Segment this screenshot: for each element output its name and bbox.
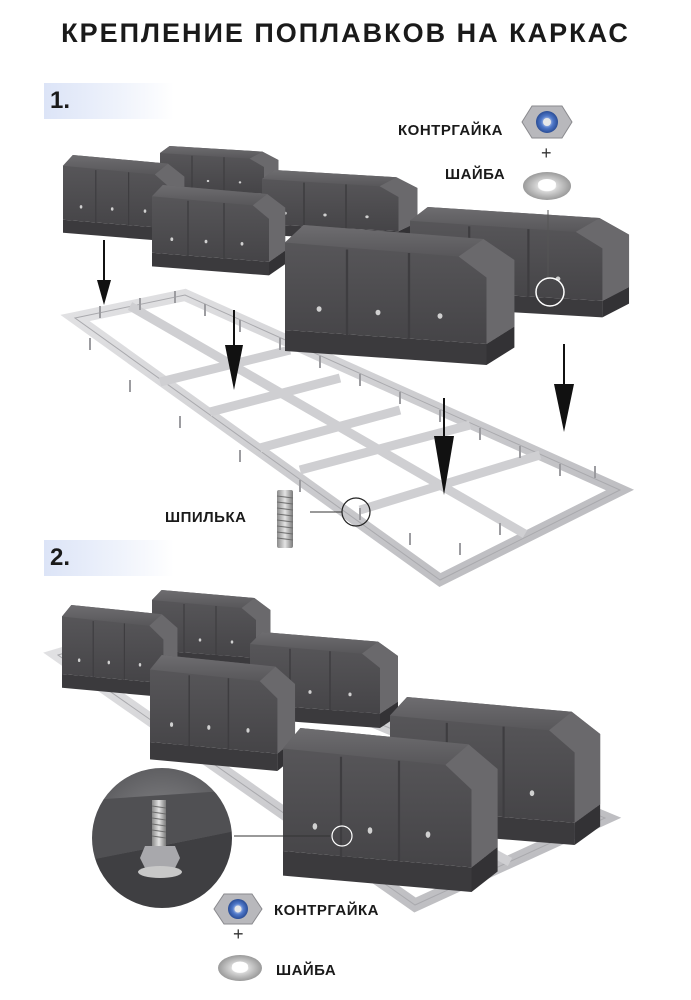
down-arrow-icon bbox=[97, 240, 574, 495]
step-1-plus: + bbox=[541, 143, 552, 163]
zoom-detail bbox=[88, 764, 236, 912]
step-2-washer-label: ШАЙБА bbox=[276, 962, 337, 979]
steel-frame-icon bbox=[60, 288, 635, 587]
washer-icon bbox=[523, 172, 571, 200]
step-2-badge: 2. bbox=[44, 540, 174, 576]
step-1-stud-circle bbox=[341, 497, 371, 527]
locknut-icon bbox=[213, 893, 263, 925]
step-2-plus: + bbox=[233, 924, 244, 944]
step-2-locknut-label: КОНТРГАЙКА bbox=[274, 902, 379, 919]
locknut-icon bbox=[521, 105, 573, 139]
step-1-stud-label: ШПИЛЬКА bbox=[165, 509, 247, 526]
washer-icon bbox=[218, 955, 262, 981]
step-1-detail-circle bbox=[535, 277, 565, 307]
threaded-stud-icon bbox=[276, 490, 294, 548]
step-1-locknut-label: КОНТРГАЙКА bbox=[398, 122, 503, 139]
step-1-washer-label: ШАЙБА bbox=[445, 166, 506, 183]
page-title: КРЕПЛЕНИЕ ПОПЛАВКОВ НА КАРКАС bbox=[61, 18, 630, 48]
step-1-badge: 1. bbox=[44, 83, 174, 119]
step-2-detail-circle bbox=[331, 825, 353, 847]
